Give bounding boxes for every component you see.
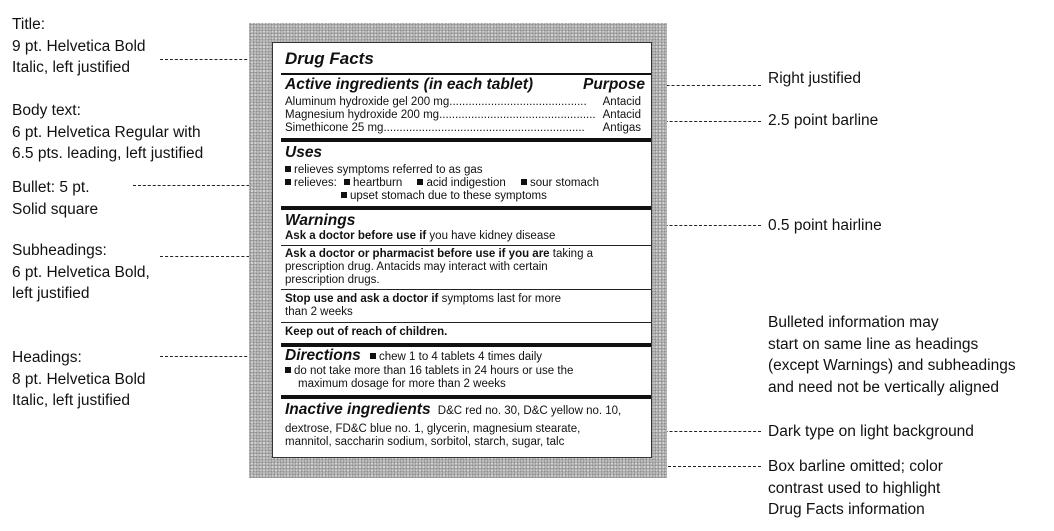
title-leader-line xyxy=(160,59,272,60)
bullet-square-icon xyxy=(370,353,377,359)
title-barline xyxy=(281,73,651,75)
hairline xyxy=(281,322,651,323)
bullet-square-icon xyxy=(285,166,291,172)
barline-leader-line xyxy=(650,121,761,122)
directions-line: Directions chew 1 to 4 tablets 4 times d… xyxy=(285,347,543,364)
bullet-square-icon xyxy=(285,179,291,185)
drug-facts-label: Drug Facts Active ingredients (in each t… xyxy=(272,42,652,458)
section-barline xyxy=(281,206,651,210)
label-title: Drug Facts xyxy=(285,49,374,68)
section-barline xyxy=(281,343,651,347)
warning-line: Stop use and ask a doctor if symptoms la… xyxy=(285,293,562,305)
bullet-spec-annotation: Bullet: 5 pt. Solid square xyxy=(12,179,99,218)
inactive-line: Inactive ingredients D&C red no. 30, D&C… xyxy=(285,401,622,418)
box-barline-annotation: Box barline omitted; color contrast used… xyxy=(768,458,943,518)
bullet-square-icon xyxy=(285,367,291,373)
barline-annotation: 2.5 point barline xyxy=(768,112,879,129)
bullet-square-icon xyxy=(417,179,424,185)
warning-line: Ask a doctor before use if you have kidn… xyxy=(285,230,556,242)
inactive-line: mannitol, saccharin sodium, sorbitol, st… xyxy=(285,436,565,448)
bullet-square-icon xyxy=(341,192,347,198)
bullet-square-icon xyxy=(520,179,527,185)
active-ingredients-heading: Active ingredients (in each tablet) xyxy=(285,76,534,93)
uses-line: relieves: heartburn acid indigestion sou… xyxy=(285,177,599,190)
warning-line: Ask a doctor or pharmacist before use if… xyxy=(285,248,594,260)
uses-line: relieves symptoms referred to as gas xyxy=(285,164,483,177)
ingredient-row: Simethicone 25 mg.......................… xyxy=(285,122,641,134)
bullet-square-icon xyxy=(344,179,351,185)
subheading-leader-line xyxy=(160,256,280,257)
hairline xyxy=(281,289,651,290)
warnings-heading: Warnings xyxy=(285,212,356,229)
uses-heading: Uses xyxy=(285,144,323,161)
inactive-line: dextrose, FD&C blue no. 1, glycerin, mag… xyxy=(285,423,581,435)
directions-heading: Directions xyxy=(285,347,361,364)
dark-type-annotation: Dark type on light background xyxy=(768,423,974,440)
warning-line: Keep out of reach of children. xyxy=(285,326,448,338)
directions-line: maximum dosage for more than 2 weeks xyxy=(298,378,506,390)
bulleted-info-annotation: Bulleted information may start on same l… xyxy=(768,314,1016,396)
warning-line: prescription drugs. xyxy=(285,274,380,286)
section-barline xyxy=(281,138,651,142)
ingredient-row: Aluminum hydroxide gel 200 mg...........… xyxy=(285,96,641,108)
heading-spec-annotation: Headings: 8 pt. Helvetica Bold Italic, l… xyxy=(12,349,146,409)
hairline-leader-line xyxy=(640,225,761,226)
body-text-spec-annotation: Body text: 6 pt. Helvetica Regular with … xyxy=(12,102,204,162)
section-barline xyxy=(281,395,651,399)
hairline xyxy=(281,245,651,246)
uses-line: upset stomach due to these symptoms xyxy=(341,190,547,203)
subheading-spec-annotation: Subheadings: 6 pt. Helvetica Bold, left … xyxy=(12,242,150,302)
hairline-annotation: 0.5 point hairline xyxy=(768,217,882,234)
purpose-heading: Purpose xyxy=(582,76,645,93)
inactive-ingredients-heading: Inactive ingredients xyxy=(285,401,431,418)
dark-type-leader-line xyxy=(640,431,761,432)
heading-leader-line xyxy=(160,356,272,357)
bullet-leader-line xyxy=(133,185,279,186)
ingredient-row: Magnesium hydroxide 200 mg..............… xyxy=(285,109,641,121)
directions-line: do not take more than 16 tablets in 24 h… xyxy=(285,365,573,378)
right-justified-leader-line xyxy=(641,85,761,86)
title-spec-annotation: Title: 9 pt. Helvetica Bold Italic, left… xyxy=(12,16,146,76)
right-justified-annotation: Right justified xyxy=(768,70,862,87)
warning-line: than 2 weeks xyxy=(285,306,353,318)
box-barline-leader-line xyxy=(648,466,761,467)
warning-line: prescription drug. Antacids may interact… xyxy=(285,261,548,273)
